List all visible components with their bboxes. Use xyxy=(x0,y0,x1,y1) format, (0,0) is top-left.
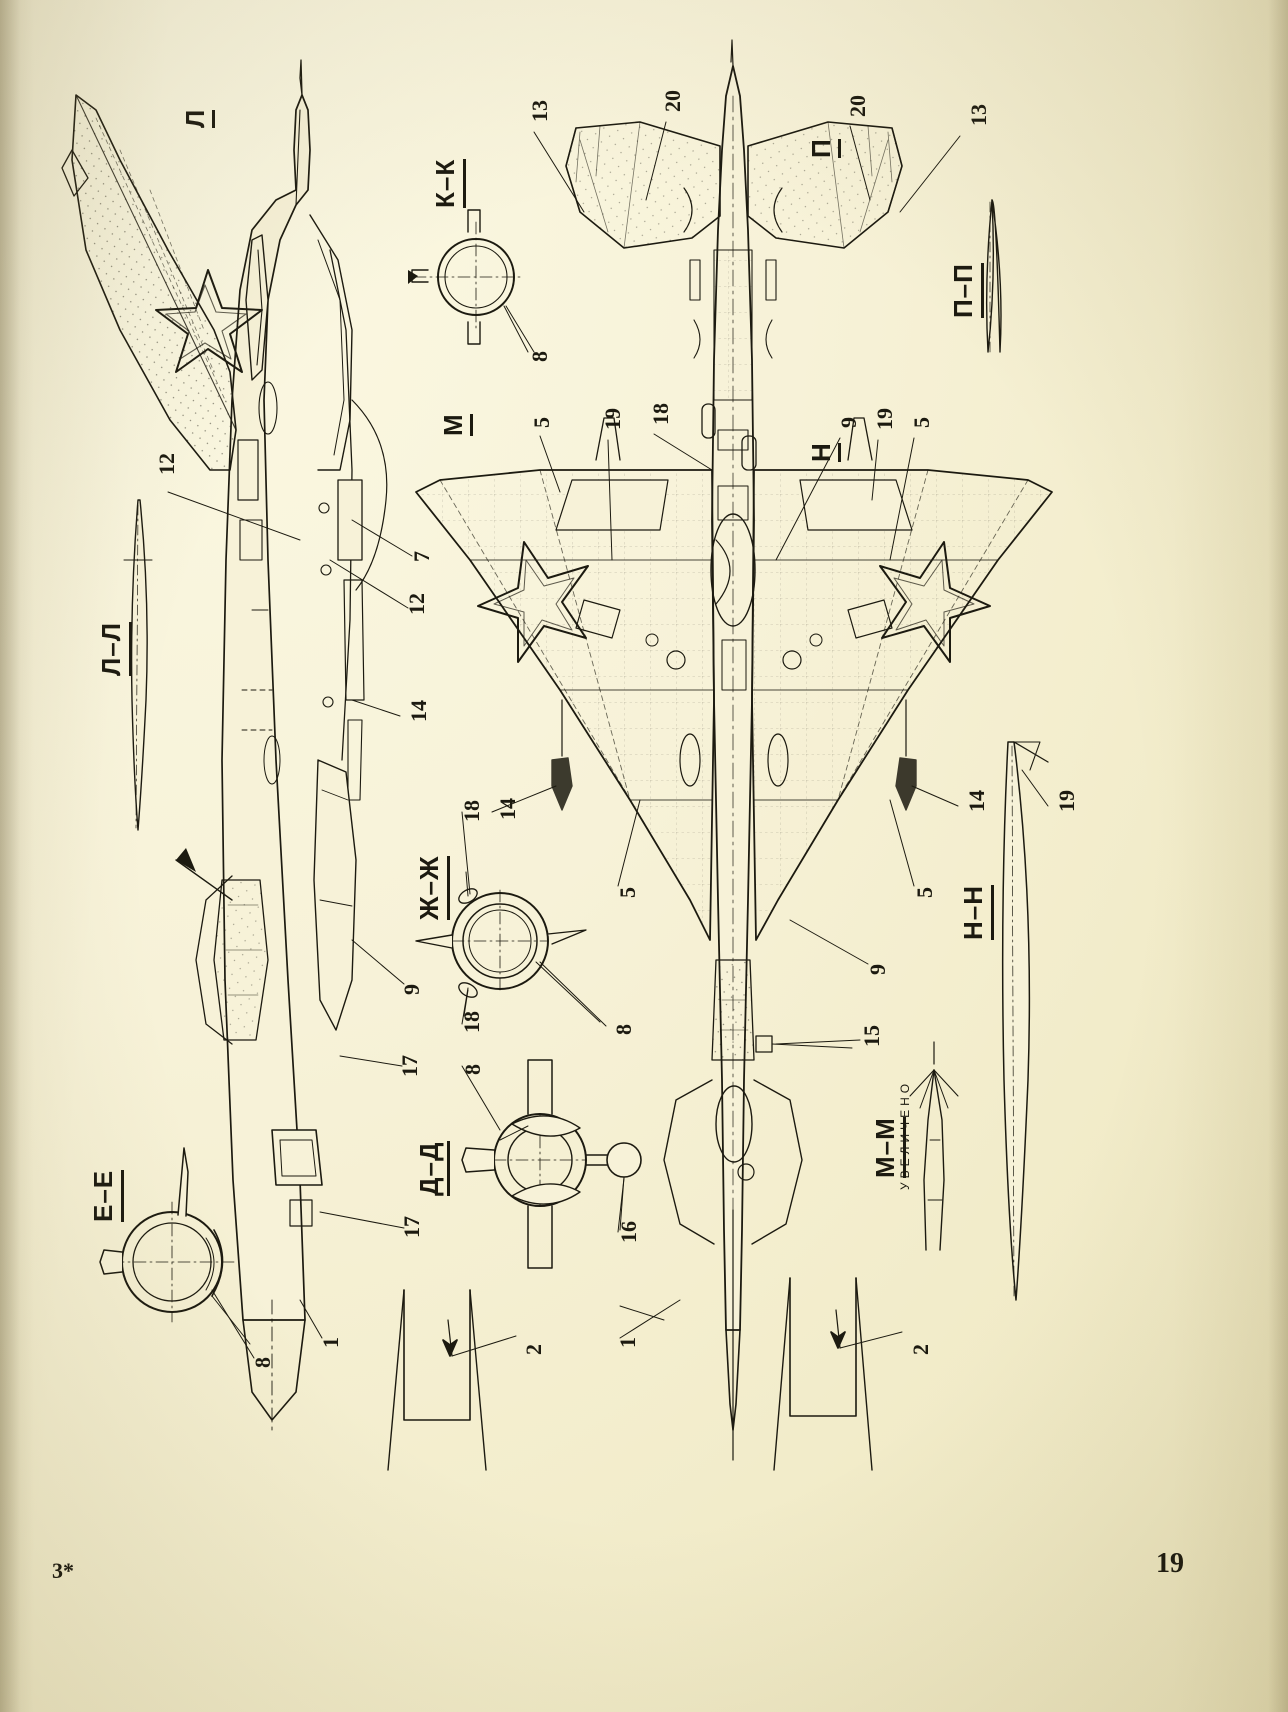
label-section-L-L: Л–Л xyxy=(96,622,132,676)
callout-8: 9 xyxy=(836,417,861,428)
callout-32: 20 xyxy=(660,90,685,112)
view-top xyxy=(415,39,1053,1461)
callout-1: 1 xyxy=(318,1337,343,1348)
label-section-M: М xyxy=(438,414,473,436)
label-section-N: Н xyxy=(806,443,841,462)
callout-10: 5 xyxy=(909,417,934,428)
section-DD-shape xyxy=(461,1059,642,1269)
callout-6: 19 xyxy=(600,408,625,430)
callout-12: 7 xyxy=(409,551,434,562)
label-section-N-N: Н–Н xyxy=(958,884,994,940)
callout-4: 2 xyxy=(908,1344,933,1355)
callout-28: 16 xyxy=(616,1221,641,1243)
callout-21: 9 xyxy=(399,984,424,995)
section-EE-shape xyxy=(99,1147,251,1345)
callout-2: 2 xyxy=(521,1344,546,1355)
label-section-Zh-Zh: Ж–Ж xyxy=(414,855,450,920)
callout-18: 14 xyxy=(964,790,989,812)
view-side xyxy=(61,59,388,1431)
callout-35: 15 xyxy=(859,1025,884,1047)
callout-3: 1 xyxy=(615,1337,640,1348)
callout-15: 14 xyxy=(495,798,520,820)
callout-27: 8 xyxy=(460,1064,485,1075)
label-section-P: П xyxy=(806,139,841,158)
callout-31: 13 xyxy=(527,100,552,122)
callout-25: 18 xyxy=(459,1011,484,1033)
scan-gutter-shadow-right xyxy=(1268,0,1288,1712)
scan-gutter-shadow-left xyxy=(0,0,34,1712)
bottom-detail-brackets xyxy=(387,1277,903,1471)
label-section-P-P: П–П xyxy=(948,263,984,318)
callout-16: 5 xyxy=(615,887,640,898)
callout-14: 14 xyxy=(406,700,431,722)
callout-30: 8 xyxy=(250,1357,275,1368)
section-NN-shape xyxy=(1001,741,1049,1301)
label-section-L: Л xyxy=(180,109,215,128)
callout-7: 18 xyxy=(648,403,673,425)
callout-22: 17 xyxy=(397,1055,422,1077)
callout-19: 19 xyxy=(1054,790,1079,812)
callout-24: 18 xyxy=(459,800,484,822)
section-KK-shape xyxy=(408,209,535,353)
label-section-D-D: Д–Д xyxy=(414,1141,450,1196)
callout-9: 19 xyxy=(872,408,897,430)
callout-33: 20 xyxy=(845,95,870,117)
callout-20: 9 xyxy=(865,964,890,975)
callout-17: 5 xyxy=(912,887,937,898)
section-ZhZh-shape xyxy=(415,871,601,1023)
section-PP-shape xyxy=(985,199,1002,353)
callout-13: 12 xyxy=(404,593,429,615)
callout-34: 13 xyxy=(966,104,991,126)
section-MM-shape xyxy=(909,1041,959,1251)
callout-5: 5 xyxy=(529,417,554,428)
callout-11: 12 xyxy=(154,453,179,475)
label-enlarged-note: УВЕЛИЧЕНО xyxy=(898,1079,912,1190)
label-section-K-K: К–К xyxy=(430,158,466,208)
page-number: 19 xyxy=(1156,1548,1184,1579)
callout-leader-lines xyxy=(167,121,1049,1359)
signature-mark: 3* xyxy=(52,1558,74,1583)
callout-29: 8 xyxy=(527,351,552,362)
callout-26: 8 xyxy=(611,1024,636,1035)
section-LL-shape xyxy=(123,499,153,831)
label-section-E-E: Е–Е xyxy=(88,1169,124,1222)
callout-23: 17 xyxy=(399,1216,424,1238)
